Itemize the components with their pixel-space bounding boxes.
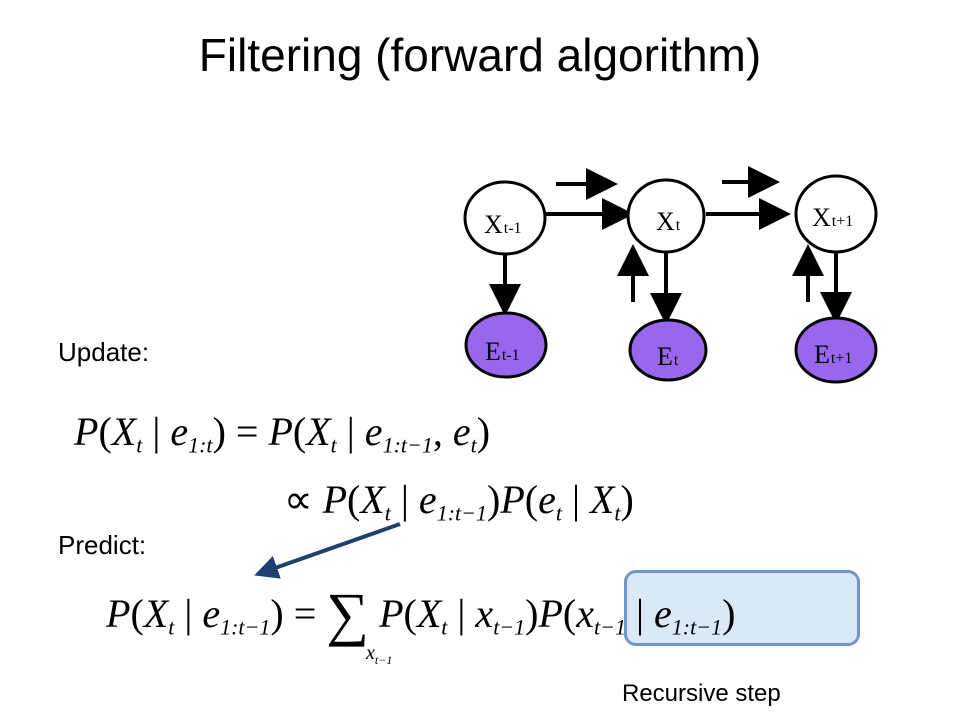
node-e-t-label: Et [657,342,679,371]
node-x-t1 [794,174,878,254]
recursive-step-caption: Recursive step [622,680,781,707]
predict-label: Predict: [58,530,147,560]
recursive-step-highlight [624,570,860,646]
node-e-t1 [794,316,878,384]
sum-subscript: xt−1 [366,642,393,667]
node-e-t-1 [464,311,548,379]
node-x-t-1 [463,180,547,256]
node-x-t-1-label: Xt-1 [484,210,522,239]
update-equation-line1: P(Xt | e1:t) = P(Xt | e1:t−1, et) [74,409,491,458]
node-e-t1-label: Et+1 [814,340,852,369]
node-x-t-label: Xt [656,207,681,236]
update-label: Update: [58,337,150,367]
node-x-t [626,178,706,254]
predict-equation: P(Xt | e1:t−1) = ∑ P(Xt | xt−1)P(xt−1 | … [106,581,736,647]
recursion-arrow [254,522,401,579]
update-equation-line2: ∝ P(Xt | e1:t−1)P(et | Xt) [284,477,634,526]
node-x-t1-label: Xt+1 [812,203,853,232]
node-e-t [628,318,708,382]
node-e-t-1-label: Et-1 [485,337,520,366]
slide-title: Filtering (forward algorithm) [198,29,762,81]
